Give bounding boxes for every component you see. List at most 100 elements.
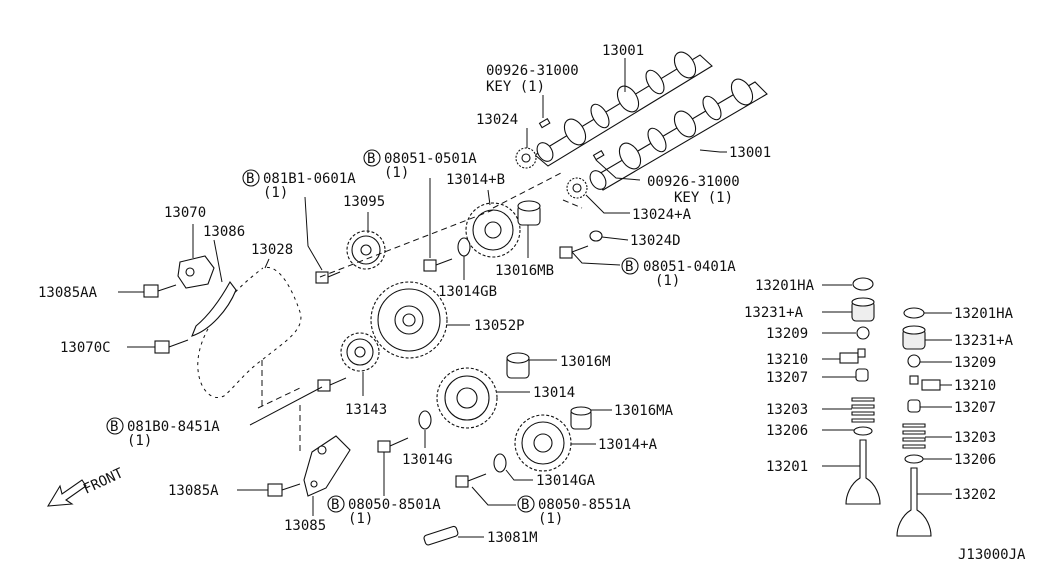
hub-13016mb <box>517 200 541 226</box>
gear-13014a <box>514 414 572 472</box>
alignment-lines <box>257 171 583 455</box>
label-13207-left: 13207 <box>766 370 808 386</box>
label-13014ga: 13014GA <box>536 473 596 489</box>
label-key-lower: KEY (1) <box>674 190 733 206</box>
label-key-upper: KEY (1) <box>486 79 545 95</box>
label-08051-0501a: 08051-0501A <box>384 151 477 167</box>
label-13052p: 13052P <box>474 318 525 334</box>
bolt-081b0 <box>317 377 347 392</box>
marker-b-081b1: B <box>246 171 254 187</box>
label-front: FRONT <box>81 465 126 498</box>
hub-13016m <box>506 352 530 379</box>
washer-13024d <box>589 230 603 242</box>
bolt-13085a <box>267 483 301 497</box>
front-arrow-icon <box>46 479 87 507</box>
label-081b0-8451a-qty: (1) <box>127 433 152 449</box>
label-08051-0401a: 08051-0401A <box>643 259 736 275</box>
guide-13085 <box>303 435 351 497</box>
label-13014a: 13014+A <box>598 437 658 453</box>
diagram-reference-code: J13000JA <box>958 547 1026 563</box>
gear-13052p <box>370 281 448 359</box>
timing-chain-13028 <box>196 266 303 399</box>
label-13014: 13014 <box>533 385 575 401</box>
label-13014g: 13014G <box>402 452 453 468</box>
key-lower <box>592 150 605 161</box>
bolt-markers <box>106 149 639 513</box>
gear-13014b <box>465 202 521 258</box>
label-13024: 13024 <box>476 112 518 128</box>
label-13202: 13202 <box>954 487 996 503</box>
label-13206-right: 13206 <box>954 452 996 468</box>
label-081b1-0601a: 081B1-0601A <box>263 171 356 187</box>
label-13070c: 13070C <box>60 340 111 356</box>
sprocket-13024A <box>566 177 588 199</box>
tensioner-13070 <box>177 255 215 289</box>
marker-b-08050a: B <box>331 497 339 513</box>
label-13024d: 13024D <box>630 233 681 249</box>
valvetrain-left <box>839 277 881 505</box>
valvetrain-right <box>896 307 941 537</box>
label-13203-right: 13203 <box>954 430 996 446</box>
marker-b-081b0: B <box>110 419 118 435</box>
pin-13081m <box>423 525 459 546</box>
label-00926-lower: 00926-31000 <box>647 174 740 190</box>
sprocket-13095 <box>346 230 386 270</box>
bolt-13070c <box>154 339 189 354</box>
marker-b-08050b: B <box>521 497 529 513</box>
camshaft-upper <box>534 51 713 167</box>
label-13024a: 13024+A <box>632 207 692 223</box>
marker-b-08051b: B <box>625 259 633 275</box>
label-13203-left: 13203 <box>766 402 808 418</box>
part-labels: 13001 00926-31000 KEY (1) 13024 13001 00… <box>38 43 1026 563</box>
washer-13014ga <box>493 453 507 473</box>
label-13201ha-right: 13201HA <box>954 306 1014 322</box>
label-13143: 13143 <box>345 402 387 418</box>
label-13016ma: 13016MA <box>614 403 674 419</box>
washer-13014g <box>418 410 432 430</box>
label-13014gb: 13014GB <box>438 284 497 300</box>
gear-13014 <box>436 367 498 429</box>
label-081b1-0601a-qty: (1) <box>263 185 288 201</box>
label-081b0-8451a: 081B0-8451A <box>127 419 220 435</box>
label-13070: 13070 <box>164 205 206 221</box>
guide-13086 <box>191 280 237 337</box>
label-13085a: 13085A <box>168 483 219 499</box>
label-13028: 13028 <box>251 242 293 258</box>
leader-lines <box>118 58 952 538</box>
label-13016m: 13016M <box>560 354 611 370</box>
camshaft-lower <box>589 78 768 191</box>
bolt-08050a <box>377 437 409 453</box>
label-13210-right: 13210 <box>954 378 996 394</box>
label-13231a-left: 13231+A <box>744 305 804 321</box>
washer-13014gb <box>457 237 471 257</box>
label-08050-8551a: 08050-8551A <box>538 497 631 513</box>
bolt-081b1 <box>315 271 341 284</box>
label-13201ha-left: 13201HA <box>755 278 815 294</box>
sprocket-13024 <box>515 147 537 169</box>
label-13210-left: 13210 <box>766 352 808 368</box>
label-13201: 13201 <box>766 459 808 475</box>
label-00926-upper: 00926-31000 <box>486 63 579 79</box>
label-08050-8501a: 08050-8501A <box>348 497 441 513</box>
label-13016mb: 13016MB <box>495 263 554 279</box>
label-13231a-right: 13231+A <box>954 333 1014 349</box>
label-13095: 13095 <box>343 194 385 210</box>
label-13209-left: 13209 <box>766 326 808 342</box>
hub-13016ma <box>570 406 592 430</box>
label-13001-upper: 13001 <box>602 43 644 59</box>
label-08051-0401a-qty: (1) <box>655 273 680 289</box>
key-upper <box>538 118 551 129</box>
label-08050-8551a-qty: (1) <box>538 511 563 527</box>
label-13086: 13086 <box>203 224 245 240</box>
label-13085aa: 13085AA <box>38 285 98 301</box>
label-13207-right: 13207 <box>954 400 996 416</box>
bolt-08050b <box>455 473 487 488</box>
label-13081m: 13081M <box>487 530 538 546</box>
label-13206-left: 13206 <box>766 423 808 439</box>
label-13001-lower: 13001 <box>729 145 771 161</box>
bolt-marker-letters: B B B B B B <box>110 151 633 513</box>
marker-b-08051a: B <box>367 151 375 167</box>
label-13014b: 13014+B <box>446 172 505 188</box>
